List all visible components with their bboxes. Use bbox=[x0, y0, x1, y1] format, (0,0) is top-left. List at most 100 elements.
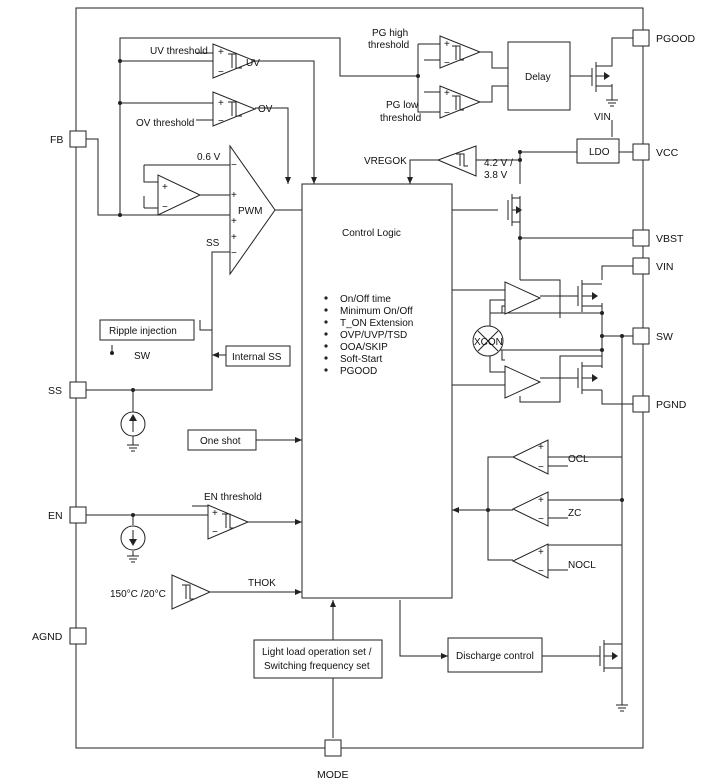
pg-low-comparator: + − bbox=[439, 85, 482, 119]
pwm-label: PWM bbox=[238, 206, 262, 217]
thermal-comparator bbox=[171, 574, 212, 610]
pg-low-label-1: PG low bbox=[386, 100, 419, 111]
svg-text:−: − bbox=[218, 67, 224, 78]
svg-text:−: − bbox=[538, 514, 544, 525]
feature-item: Soft-Start bbox=[340, 354, 382, 365]
svg-text:+: + bbox=[538, 547, 544, 558]
internal-ss-label: Internal SS bbox=[232, 352, 282, 363]
pin-vbst bbox=[632, 229, 650, 247]
pg-high-comparator: + − bbox=[439, 35, 482, 69]
control-logic-block bbox=[301, 183, 453, 599]
ripple-sw-label: SW bbox=[134, 351, 151, 362]
one-shot-label: One shot bbox=[200, 436, 241, 447]
feature-item: Minimum On/Off bbox=[340, 306, 413, 317]
ripple-injection-block bbox=[99, 319, 195, 341]
light-load-block bbox=[253, 639, 383, 679]
en-comparator: + − bbox=[207, 504, 250, 540]
feature-item: OVP/UVP/TSD bbox=[340, 330, 407, 341]
error-amplifier: + − bbox=[157, 174, 202, 216]
svg-text:+: + bbox=[231, 190, 237, 201]
svg-text:−: − bbox=[218, 116, 224, 127]
svg-text:+: + bbox=[231, 216, 237, 227]
svg-text:+: + bbox=[444, 39, 450, 50]
light-load-label-1: Light load operation set / bbox=[262, 647, 372, 658]
vreg-threshold-label-2: 3.8 V bbox=[484, 170, 508, 181]
pg-high-label-2: threshold bbox=[368, 40, 409, 51]
internal-ss-block bbox=[225, 345, 291, 367]
svg-text:−: − bbox=[444, 58, 450, 69]
svg-text:−: − bbox=[538, 566, 544, 577]
pg-high-label-1: PG high bbox=[372, 28, 408, 39]
feature-item: OOA/SKIP bbox=[340, 342, 388, 353]
uv-threshold-label: UV threshold bbox=[150, 46, 208, 57]
control-logic-title: Control Logic bbox=[342, 228, 401, 239]
zc-comparator: + − bbox=[511, 491, 549, 527]
ov-comparator: + − bbox=[212, 91, 257, 127]
one-shot-block bbox=[187, 429, 257, 451]
uv-label: UV bbox=[246, 58, 260, 69]
svg-text:+: + bbox=[538, 495, 544, 506]
pin-pgnd bbox=[632, 395, 650, 413]
svg-text:+: + bbox=[218, 47, 224, 58]
ldo-vin-label: VIN bbox=[594, 112, 611, 123]
ss-input-label: SS bbox=[206, 238, 220, 249]
pin-label-agnd: AGND bbox=[32, 631, 63, 643]
ldo-label: LDO bbox=[589, 147, 610, 158]
vin-side-mosfet bbox=[577, 280, 602, 312]
xcon-block: XCON bbox=[472, 325, 504, 357]
pgood-mosfet bbox=[591, 42, 618, 107]
feature-item: On/Off time bbox=[340, 294, 391, 305]
pin-label-ss: SS bbox=[48, 385, 62, 397]
ov-label: OV bbox=[258, 104, 273, 115]
pin-label-mode: MODE bbox=[317, 769, 349, 781]
pin-fb bbox=[69, 130, 87, 148]
svg-text:−: − bbox=[162, 202, 168, 213]
ocl-label: OCL bbox=[568, 454, 589, 465]
temp-threshold-label: 150°C /20°C bbox=[110, 589, 166, 600]
wiring bbox=[86, 37, 633, 738]
pin-label-pgood: PGOOD bbox=[656, 33, 696, 45]
discharge-mosfet bbox=[599, 640, 628, 712]
high-side-mosfet bbox=[507, 194, 522, 226]
light-load-label-2: Switching frequency set bbox=[264, 661, 370, 672]
pin-sw bbox=[632, 327, 650, 345]
nocl-label: NOCL bbox=[568, 560, 596, 571]
delay-block bbox=[507, 41, 571, 111]
uv-comparator: + − bbox=[212, 43, 257, 79]
pin-label-fb: FB bbox=[50, 134, 63, 146]
pin-label-en: EN bbox=[48, 510, 63, 522]
high-side-driver bbox=[504, 281, 542, 315]
vref-label: 0.6 V bbox=[197, 152, 221, 163]
sync-mosfet bbox=[577, 362, 602, 394]
pin-ss bbox=[69, 381, 87, 399]
nocl-comparator: + − bbox=[511, 543, 549, 579]
pwm-comparator: − + + + − bbox=[229, 144, 276, 276]
pg-low-label-2: threshold bbox=[380, 113, 421, 124]
svg-text:+: + bbox=[162, 182, 168, 193]
pin-label-vin: VIN bbox=[656, 261, 674, 273]
thok-label: THOK bbox=[248, 578, 276, 589]
low-side-driver bbox=[504, 365, 542, 399]
zc-label: ZC bbox=[568, 508, 581, 519]
feature-item: PGOOD bbox=[340, 366, 377, 377]
ss-current-source-icon bbox=[120, 411, 146, 452]
svg-text:−: − bbox=[231, 160, 237, 171]
svg-text:−: − bbox=[444, 108, 450, 119]
en-current-source-icon bbox=[120, 525, 146, 563]
pin-label-vbst: VBST bbox=[656, 233, 684, 245]
xcon-label: XCON bbox=[474, 337, 503, 348]
junction-dots bbox=[110, 59, 624, 517]
ic-boundary bbox=[75, 7, 644, 749]
pin-pgood bbox=[632, 29, 650, 47]
ocl-comparator: + − bbox=[511, 439, 549, 475]
pin-label-sw: SW bbox=[656, 331, 673, 343]
vregok-comparator bbox=[436, 145, 477, 177]
svg-text:−: − bbox=[231, 248, 237, 259]
ldo-block bbox=[576, 138, 620, 164]
vregok-label: VREGOK bbox=[364, 156, 407, 167]
pin-label-vcc: VCC bbox=[656, 147, 679, 159]
pin-vcc bbox=[632, 143, 650, 161]
discharge-control-label: Discharge control bbox=[456, 651, 534, 662]
pin-vin bbox=[632, 257, 650, 275]
